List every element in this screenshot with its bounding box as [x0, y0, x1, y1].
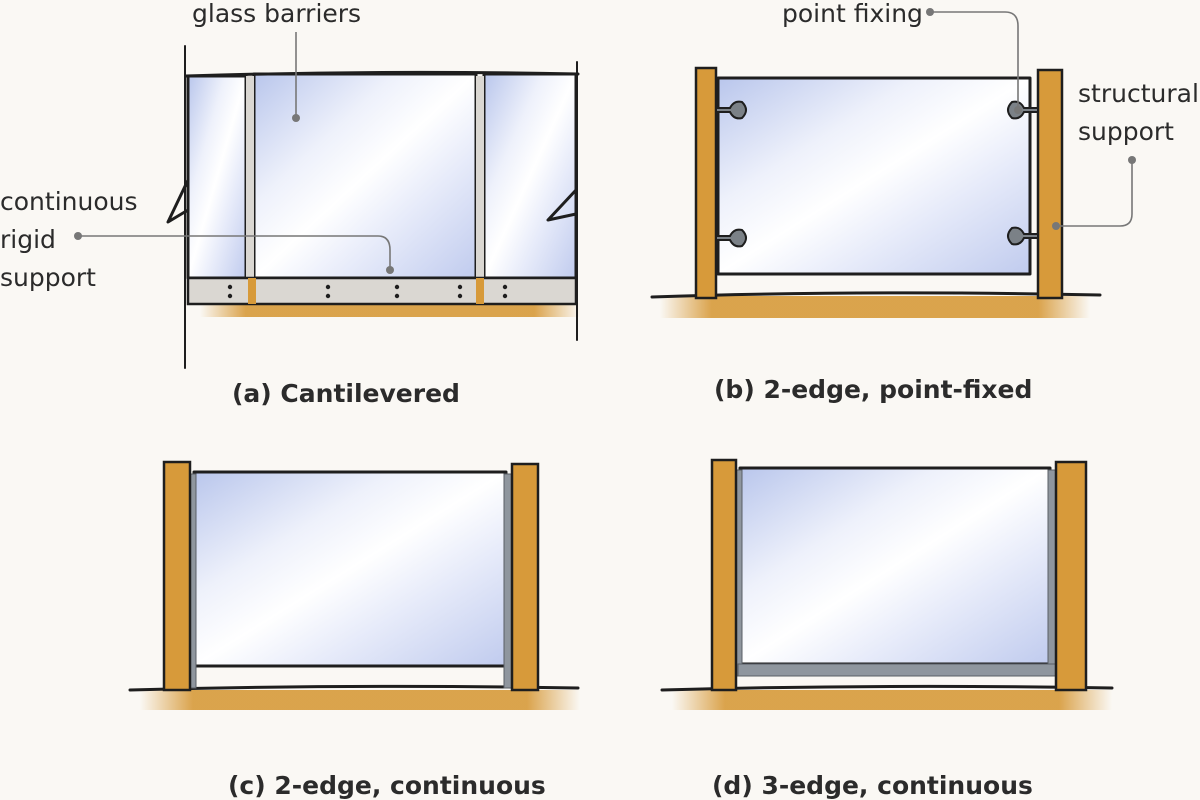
timber-post-left [162, 460, 192, 692]
label-glass-barriers: glass barriers [192, 0, 361, 28]
ground-strip [140, 690, 580, 710]
label-continuous: continuous [0, 187, 138, 216]
label-support: support [0, 263, 96, 292]
label-structural: structural [1078, 79, 1199, 108]
timber-post-right [1054, 460, 1088, 692]
glass-pane [716, 76, 1032, 276]
bolts [227, 284, 508, 299]
caption-a: (a) Cantilevered [232, 379, 460, 408]
pane-gap [476, 76, 484, 278]
rail-joint [476, 278, 484, 304]
label-rigid: rigid [0, 225, 56, 254]
glass-pane [192, 470, 508, 668]
rail-joint [248, 278, 256, 304]
glass-pane [186, 74, 248, 280]
gasket-bottom [737, 663, 1057, 677]
caption-c: (c) 2-edge, continuous [228, 771, 546, 800]
ground-strip [660, 296, 1090, 318]
base-rail [186, 276, 578, 306]
pane-gap [246, 76, 254, 278]
panel-b-point-fixed: point fixing structural support (b) 2-ed… [650, 0, 1199, 404]
glass-pane [252, 72, 478, 280]
timber-post-right [1036, 68, 1064, 300]
panel-d-3-edge-continuous: (d) 3-edge, continuous [660, 458, 1114, 800]
timber-post-right [510, 462, 540, 692]
glass-pane [738, 466, 1052, 666]
caption-d: (d) 3-edge, continuous [712, 771, 1033, 800]
timber-post-left [710, 458, 738, 692]
glass-pane [482, 72, 578, 280]
timber-post-left [694, 66, 718, 300]
label-point-fixing: point fixing [782, 0, 923, 28]
label-support-b: support [1078, 117, 1174, 146]
panel-a-cantilevered: glass barriers continuous rigid support … [0, 0, 580, 408]
ground-strip [200, 303, 580, 317]
point-fixings [715, 100, 1039, 248]
ground-strip [672, 690, 1112, 710]
panel-c-2-edge-continuous: (c) 2-edge, continuous [128, 460, 580, 800]
caption-b: (b) 2-edge, point-fixed [714, 375, 1032, 404]
